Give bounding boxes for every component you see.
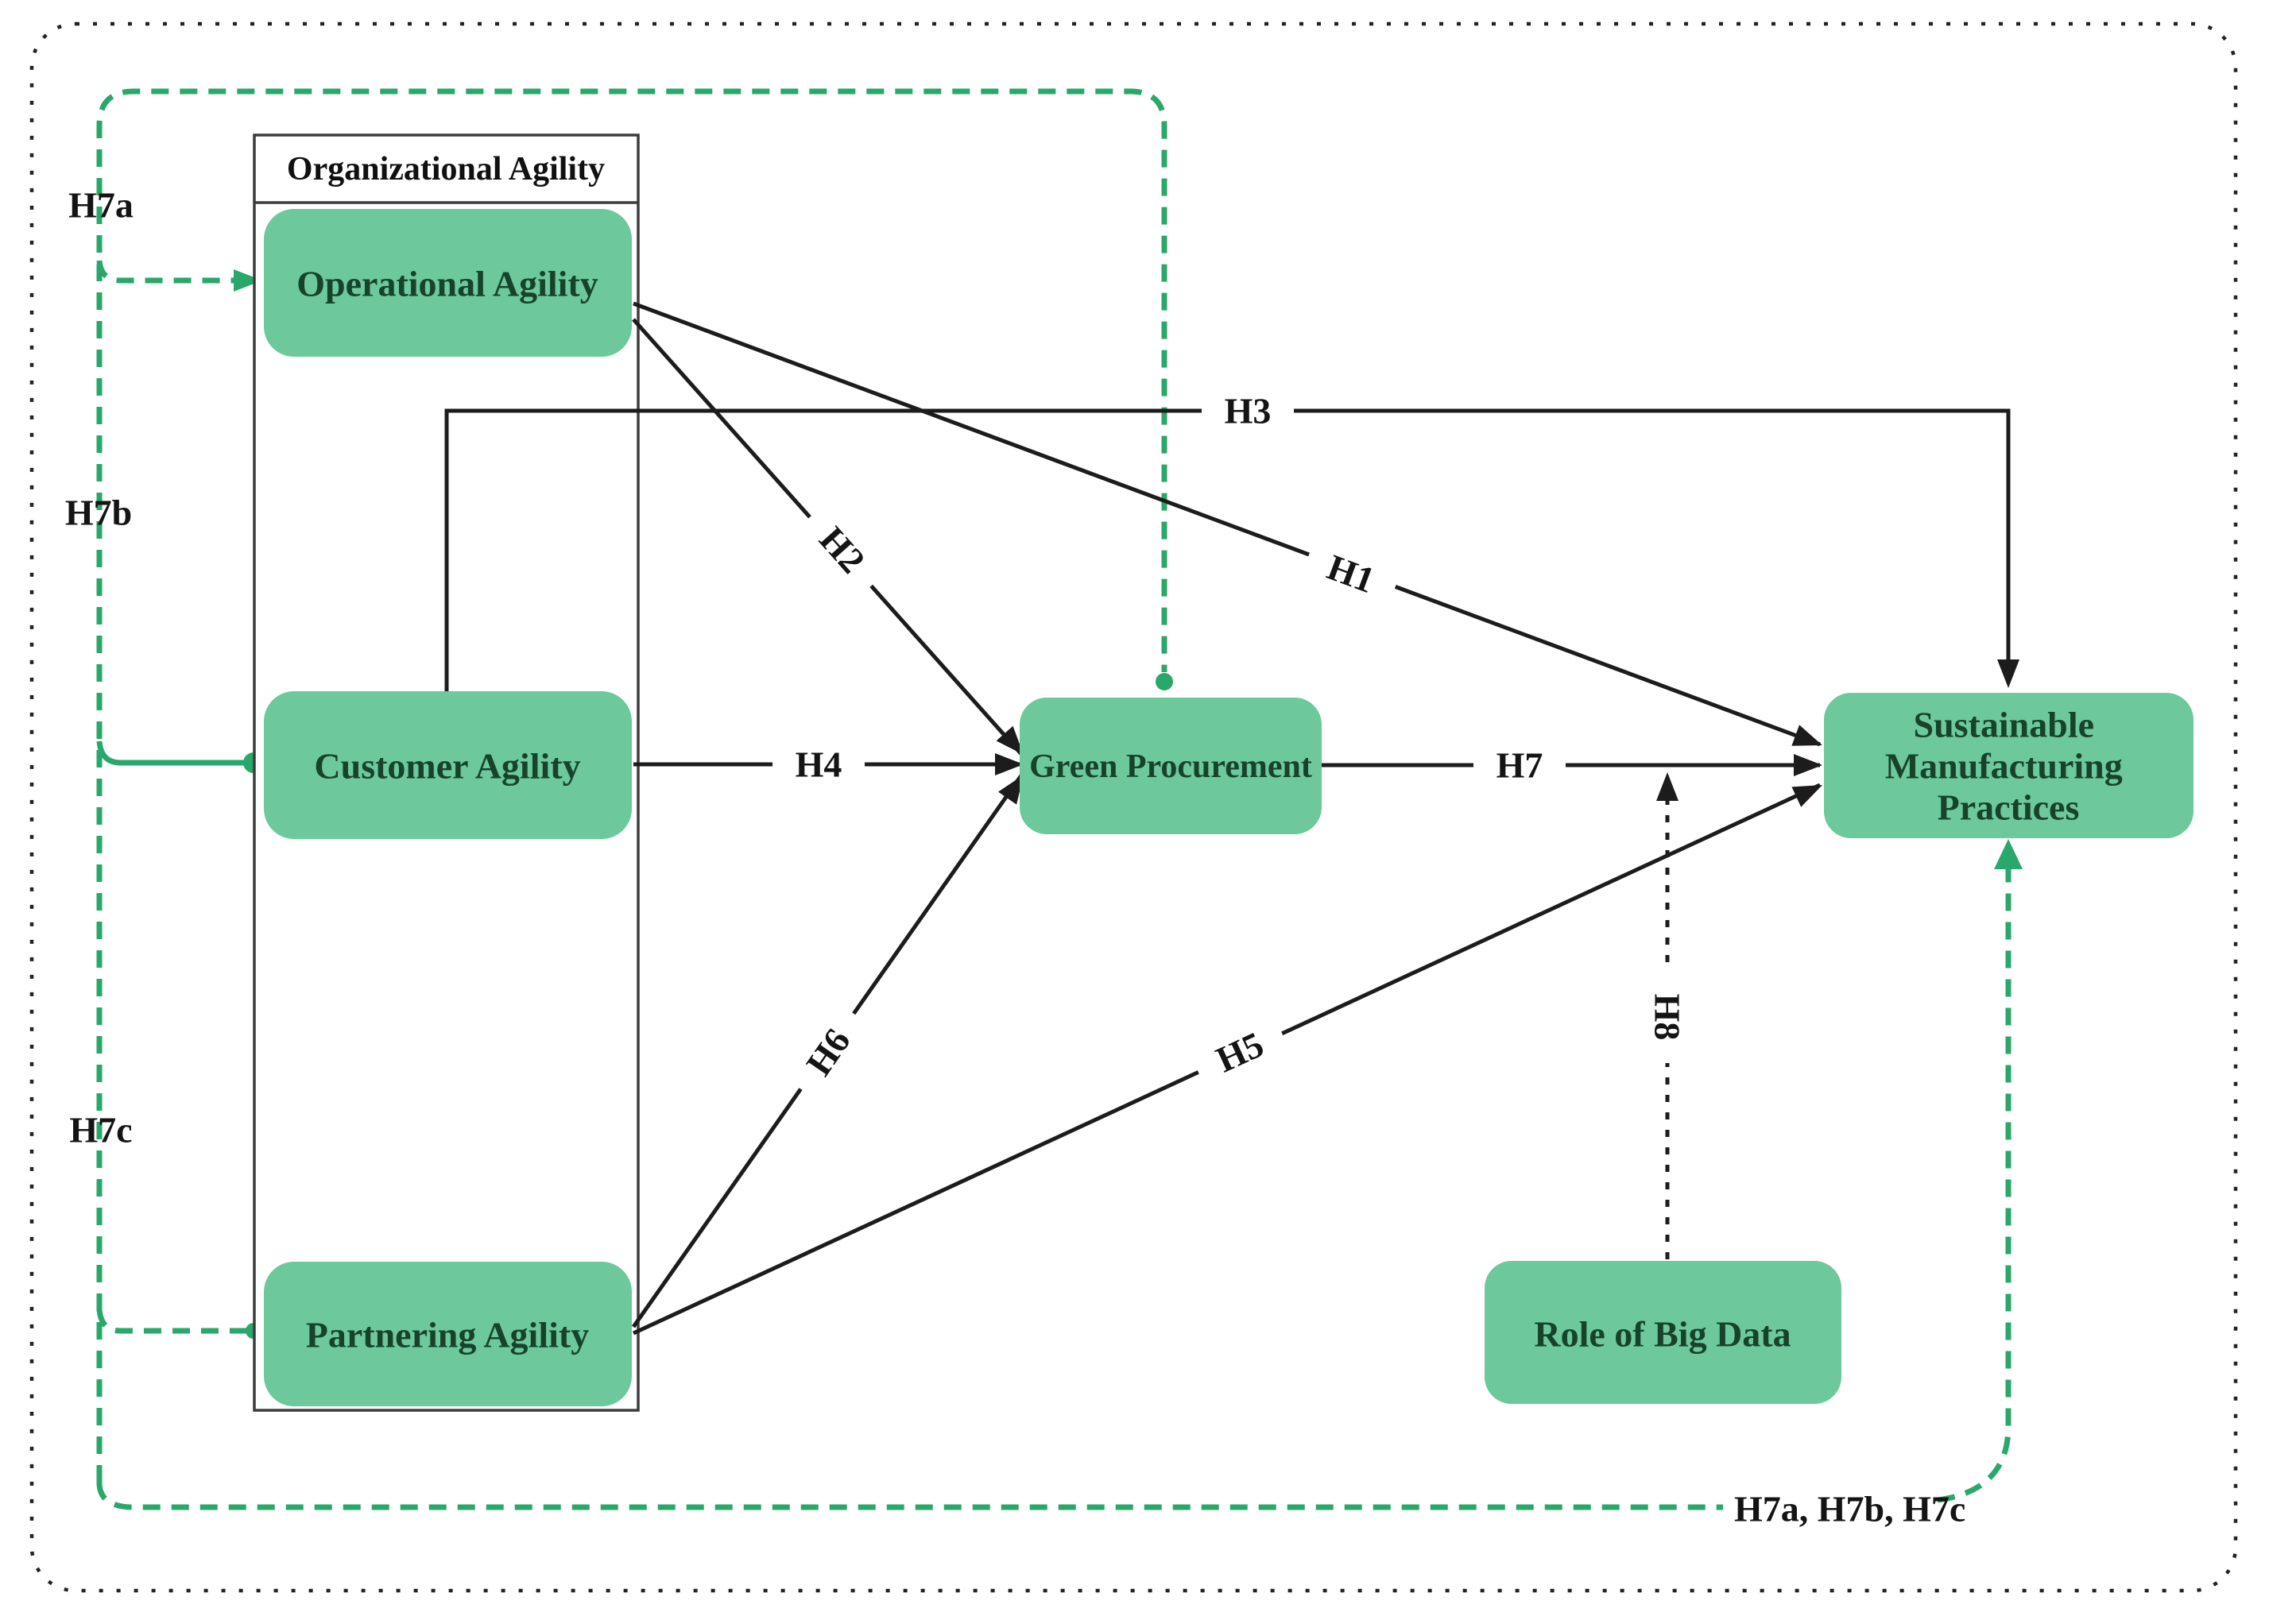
- node-green-procurement-box: [1020, 698, 1322, 834]
- moderation-arrowhead-into-operational-agility: [234, 269, 262, 292]
- node-operational-agility-label: Operational Agility: [296, 264, 598, 304]
- arrowhead-h8-into-h7-line: [1656, 772, 1679, 801]
- edge-h1-label-bg: [1300, 537, 1402, 610]
- edge-h6-label-bg: [784, 1001, 873, 1103]
- node-smp-label: Sustainable Manufacturing Practices: [1885, 692, 2132, 828]
- node-customer-agility: Customer Agility: [264, 691, 632, 839]
- arrowhead-h3-into-smp-top: [1997, 659, 2019, 688]
- edge-h1-label-group: H1: [1300, 537, 1402, 610]
- edge-h1-line: [633, 301, 1821, 747]
- container-title: Organizational Agility: [287, 151, 605, 188]
- edge-h6-label-group: H6: [784, 1001, 873, 1103]
- node-customer-agility-box: [264, 691, 632, 839]
- outer-dotted-border: [29, 21, 2238, 1593]
- moderation-dot-green-procurement: [1156, 673, 1173, 690]
- moderation-branch-h7b: [96, 740, 248, 766]
- node-smp-label-line2: Manufacturing: [1885, 746, 2123, 787]
- edge-h7-label-bg: [1473, 744, 1566, 787]
- edge-h4-label-bg: [772, 743, 865, 786]
- moderation-label-h7a: H7a: [68, 185, 134, 226]
- moderation-arrowhead-into-smp: [1994, 839, 2023, 869]
- moderation-label-h7b: H7b: [65, 493, 132, 533]
- moderation-label-h7c: H7c: [69, 1110, 132, 1150]
- edge-h8-label-bg: [1646, 971, 1689, 1063]
- edge-h4-label-group: H4: [772, 743, 865, 786]
- edge-h8-label-group: H8: [1646, 971, 1689, 1063]
- node-green-procurement: Green Procurement: [1020, 698, 1322, 834]
- arrowhead-h1-into-smp: [1791, 725, 1822, 746]
- node-partnering-agility: Partnering Agility: [264, 1262, 632, 1406]
- edge-h3-label-bg: [1202, 389, 1294, 432]
- arrowhead-h2-into-green-procurement: [996, 725, 1024, 755]
- node-role-of-big-data-box: [1485, 1261, 1841, 1404]
- node-smp-label-line3: Practices: [1938, 787, 2080, 828]
- arrowhead-h6-into-green-procurement: [998, 775, 1024, 805]
- node-role-of-big-data-label: Role of Big Data: [1534, 1314, 1791, 1355]
- moderation-path-right-riser: [1937, 856, 2012, 1503]
- moderation-label-combined: H7a, H7b, H7c: [1734, 1489, 1965, 1529]
- node-operational-agility-box: [264, 209, 632, 357]
- edge-h7-label: H7: [1497, 745, 1543, 786]
- moderation-branch-h7c: [96, 1309, 246, 1334]
- node-partnering-agility-label: Partnering Agility: [306, 1315, 589, 1355]
- node-operational-agility: Operational Agility: [264, 209, 632, 357]
- edge-h3-label-group: H3: [1202, 389, 1294, 432]
- edge-h7-label-group: H7: [1473, 744, 1566, 787]
- edge-h8-label: H8: [1648, 994, 1688, 1041]
- edge-h2-label-bg: [796, 501, 889, 599]
- node-green-procurement-label: Green Procurement: [1029, 748, 1312, 785]
- arrowhead-h4-into-green-procurement: [995, 753, 1024, 775]
- edge-h3-label: H3: [1225, 391, 1272, 431]
- edge-h4-label: H4: [796, 744, 842, 785]
- node-smp-label-line1: Sustainable: [1913, 705, 2094, 745]
- node-customer-agility-label: Customer Agility: [314, 746, 580, 787]
- edge-h5-label-bg: [1189, 1013, 1291, 1091]
- node-role-of-big-data: Role of Big Data: [1485, 1261, 1841, 1404]
- arrowhead-h5-into-smp: [1791, 785, 1822, 807]
- node-partnering-agility-box: [264, 1262, 632, 1406]
- moderation-path-bottom: [96, 1482, 1723, 1510]
- node-smp-box: [1824, 693, 2193, 838]
- node-sustainable-manufacturing-practices: Sustainable Manufacturing Practices: [1824, 692, 2193, 838]
- moderation-branch-h7a: [96, 260, 235, 284]
- arrowhead-h7-into-smp: [1794, 754, 1822, 776]
- edge-h5-label-group: H5: [1189, 1013, 1291, 1091]
- edge-h3-line: [444, 408, 2011, 691]
